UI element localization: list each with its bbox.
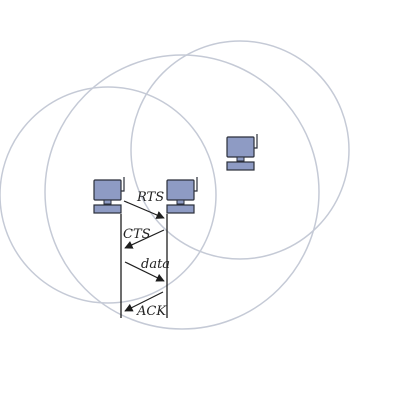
data-arrow (124, 261, 165, 282)
rts-label: RTS (136, 190, 164, 205)
range-circle-hidden (130, 40, 350, 260)
cts-arrow (124, 229, 165, 249)
ack-label: ACK (136, 304, 167, 319)
cts-label: CTS (123, 227, 151, 242)
station-sender (93, 177, 125, 214)
station-hidden (226, 134, 258, 171)
computer-icon (93, 177, 125, 214)
computer-icon (166, 177, 198, 214)
computer-icon (226, 134, 258, 171)
range-circle-receiver (44, 54, 320, 330)
data-label: data (141, 257, 170, 272)
ack-arrow (124, 291, 164, 312)
range-circle-sender (0, 86, 217, 304)
station-receiver (166, 177, 198, 214)
rts-arrow (123, 200, 165, 219)
